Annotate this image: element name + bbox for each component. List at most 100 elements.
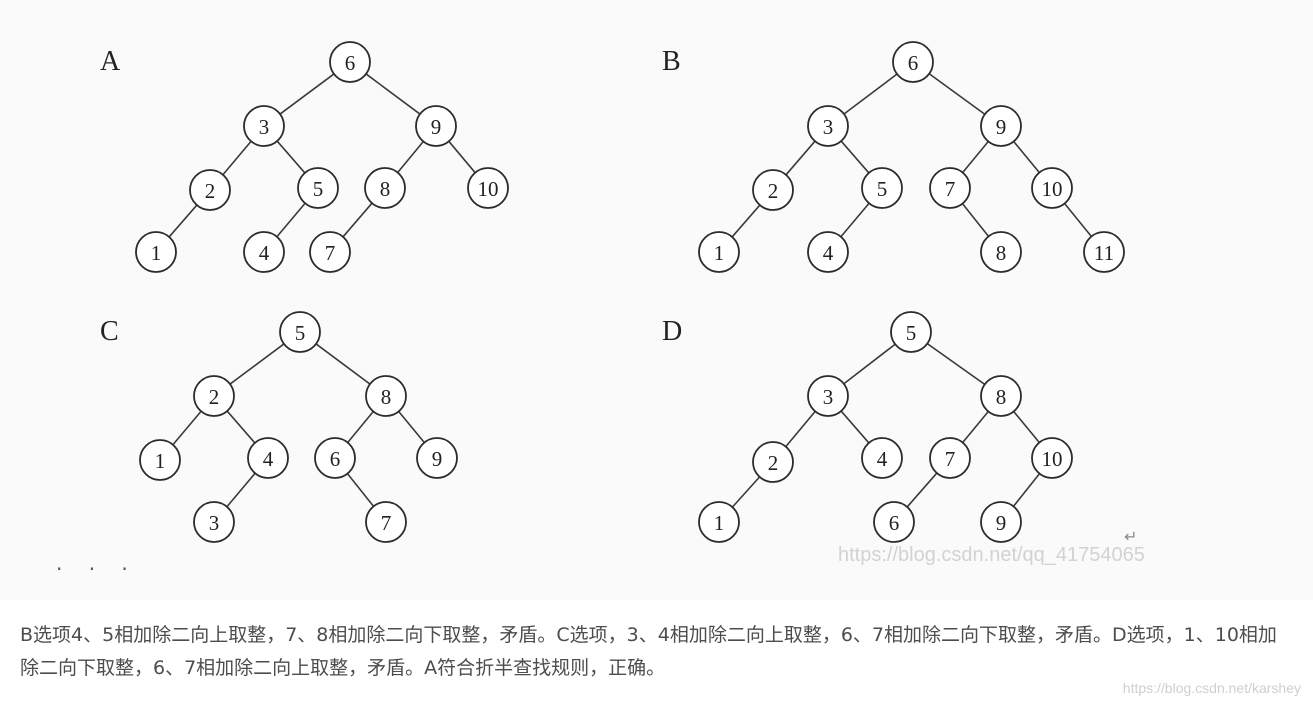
- node-value: 6: [330, 447, 341, 471]
- tree-node: 2: [752, 169, 794, 211]
- tree-edge: [962, 140, 989, 174]
- node-value: 9: [996, 115, 1007, 139]
- tree-node: 7: [309, 231, 351, 273]
- node-value: 4: [263, 447, 274, 471]
- tree-edge: [279, 73, 335, 115]
- tree-edge: [1063, 203, 1093, 237]
- node-value: 7: [381, 511, 392, 535]
- tree-node: 6: [329, 41, 371, 83]
- tree-edge: [785, 140, 816, 176]
- tree-node: 10: [1031, 437, 1073, 479]
- tree-edge: [276, 202, 306, 238]
- node-value: 7: [325, 241, 336, 265]
- node-value: 9: [431, 115, 442, 139]
- node-circle: [364, 167, 406, 209]
- tree-edge: [785, 410, 816, 448]
- tree-node: 7: [929, 167, 971, 209]
- node-circle: [309, 231, 351, 273]
- node-value: 10: [1042, 447, 1063, 471]
- tree-node: 7: [929, 437, 971, 479]
- node-circle: [247, 437, 289, 479]
- tree-edge: [168, 204, 198, 238]
- tree-node: 5: [297, 167, 339, 209]
- ellipsis-marks: · · ·: [56, 557, 138, 581]
- node-circle: [861, 437, 903, 479]
- tree-node: 1: [698, 501, 740, 543]
- node-value: 5: [313, 177, 324, 201]
- node-value: 1: [151, 241, 162, 265]
- tree-node: 4: [807, 231, 849, 273]
- node-value: 9: [996, 511, 1007, 535]
- tree-node: 5: [890, 311, 932, 353]
- tree-edge: [906, 472, 938, 508]
- tree-edge: [961, 203, 990, 237]
- tree-edge: [222, 140, 252, 176]
- node-circle: [890, 311, 932, 353]
- option-label-b: B: [662, 46, 681, 77]
- tree-node: 3: [807, 375, 849, 417]
- node-circle: [873, 501, 915, 543]
- node-circle: [135, 231, 177, 273]
- tree-node: 2: [189, 169, 231, 211]
- node-circle: [807, 231, 849, 273]
- node-value: 7: [945, 447, 956, 471]
- node-circle: [314, 437, 356, 479]
- node-circle: [861, 167, 903, 209]
- tree-edge: [840, 140, 870, 174]
- tree-node: 3: [807, 105, 849, 147]
- node-circle: [980, 105, 1022, 147]
- node-value: 4: [823, 241, 834, 265]
- tree-node: 9: [415, 105, 457, 147]
- tree-node: 8: [364, 167, 406, 209]
- node-circle: [1031, 167, 1073, 209]
- node-value: 5: [295, 321, 306, 345]
- node-circle: [698, 231, 740, 273]
- node-circle: [189, 169, 231, 211]
- node-circle: [193, 375, 235, 417]
- node-circle: [752, 441, 794, 483]
- node-value: 10: [478, 177, 499, 201]
- option-label-c: C: [100, 316, 119, 347]
- node-value: 8: [381, 385, 392, 409]
- node-value: 4: [877, 447, 888, 471]
- tree-edge: [448, 140, 476, 174]
- node-circle: [193, 501, 235, 543]
- tree-node: 3: [243, 105, 285, 147]
- tree-edge: [397, 140, 424, 174]
- node-value: 1: [714, 511, 725, 535]
- tree-node: 11: [1083, 231, 1125, 273]
- node-value: 10: [1042, 177, 1063, 201]
- node-value: 3: [823, 115, 834, 139]
- node-value: 3: [259, 115, 270, 139]
- tree-edge: [926, 342, 986, 386]
- option-label-d: D: [662, 316, 682, 347]
- node-circle: [329, 41, 371, 83]
- tree-node: 8: [980, 231, 1022, 273]
- tree-edge: [398, 410, 425, 444]
- tree-edge: [315, 343, 371, 385]
- tree-node: 6: [314, 437, 356, 479]
- node-value: 8: [996, 241, 1007, 265]
- node-circle: [1083, 231, 1125, 273]
- tree-edge: [226, 410, 256, 444]
- node-circle: [980, 375, 1022, 417]
- node-circle: [980, 231, 1022, 273]
- tree-node: 1: [135, 231, 177, 273]
- tree-edge: [731, 476, 761, 508]
- tree-edge: [843, 73, 898, 115]
- node-circle: [752, 169, 794, 211]
- node-value: 8: [996, 385, 1007, 409]
- node-circle: [1031, 437, 1073, 479]
- tree-edge: [347, 410, 374, 444]
- tree-node: 7: [365, 501, 407, 543]
- node-circle: [365, 501, 407, 543]
- tree-node: 8: [365, 375, 407, 417]
- tree-edge: [1012, 473, 1041, 507]
- tree-node: 9: [416, 437, 458, 479]
- tree-edge: [226, 472, 256, 508]
- node-value: 11: [1094, 241, 1114, 265]
- node-value: 7: [945, 177, 956, 201]
- tree-edge: [276, 140, 306, 174]
- node-circle: [980, 501, 1022, 543]
- node-circle: [243, 105, 285, 147]
